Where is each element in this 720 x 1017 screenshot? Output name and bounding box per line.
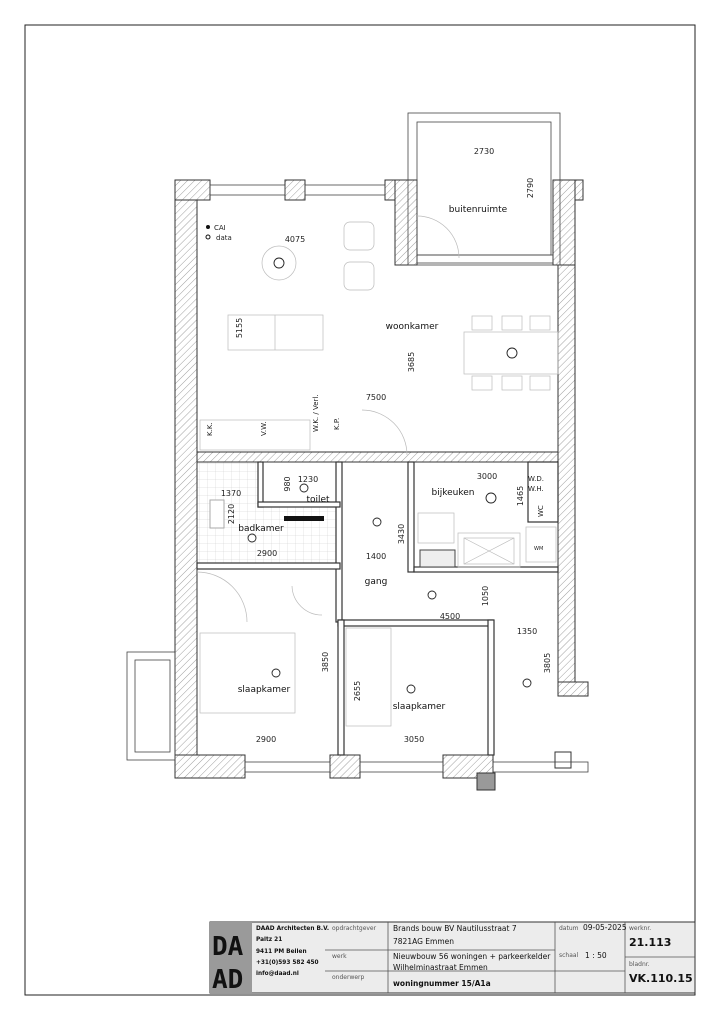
svg-text:DA: DA xyxy=(212,932,244,962)
dim-4075: 4075 xyxy=(285,235,305,244)
daad-logo xyxy=(210,922,252,993)
wall-balcony-left xyxy=(394,179,418,266)
sheet-border xyxy=(24,24,696,996)
dim-gang-lower-depth: 1050 xyxy=(481,586,490,606)
svg-text:AD: AD xyxy=(212,965,243,995)
dim-toilet-depth: 980 xyxy=(283,476,292,491)
room-bijkeuken: bijkeuken xyxy=(432,488,475,498)
opdrachtgever-label: opdrachtgever xyxy=(332,925,377,932)
room-toilet: toilet xyxy=(306,495,330,505)
dim-slaapkamer2-width: 3050 xyxy=(404,735,424,744)
onderwerp-value: woningnummer 15/A1a xyxy=(393,979,491,988)
wall-balcony-right xyxy=(552,179,576,266)
room-labels: woonkamer buitenruimte bijkeuken toilet … xyxy=(238,205,508,712)
wall-bottom xyxy=(174,754,246,779)
data-outlet-icon xyxy=(205,234,211,240)
room-slaapkamer-2: slaapkamer xyxy=(393,702,446,712)
werk-label: werk xyxy=(332,953,347,960)
werk-line2: Wilhelminastraat Emmen xyxy=(393,963,488,972)
wall-right xyxy=(557,264,576,691)
shaft xyxy=(476,772,496,791)
dim-slaapkamer1-depth: 3850 xyxy=(321,652,330,672)
svg-text:+31(0)593 582 450: +31(0)593 582 450 xyxy=(256,960,319,966)
cai-outlet-label: CAI xyxy=(214,224,226,232)
werknr-value: 21.113 xyxy=(629,936,671,949)
dim-badkamer-width1: 1370 xyxy=(221,489,241,498)
title-block: DA AD DAAD Architecten B.V. Paltz 21 941… xyxy=(209,921,696,995)
shaft xyxy=(554,751,572,769)
svg-text:9411 PM Beilen: 9411 PM Beilen xyxy=(256,949,307,955)
schaal-label: schaal xyxy=(559,952,579,959)
furniture xyxy=(196,215,559,727)
wall-pier xyxy=(284,179,306,201)
label-kp: K.P. xyxy=(333,418,341,430)
datum-value: 09-05-2025 xyxy=(583,923,627,932)
wall-gang-left xyxy=(335,461,343,623)
meter-cupboard xyxy=(419,549,456,568)
room-badkamer: badkamer xyxy=(238,524,284,534)
dim-toilet-width: 1230 xyxy=(298,475,318,484)
wall-right-end xyxy=(557,681,589,697)
dim-gang-width: 1400 xyxy=(366,552,386,561)
dim-slaapkamer2-depth: 2655 xyxy=(353,681,362,701)
wall-bottom xyxy=(329,754,361,779)
wall-top-left xyxy=(174,179,211,201)
dim-slaapkamer1-width: 2900 xyxy=(256,735,276,744)
label-wm: WM xyxy=(534,546,543,552)
wall-left xyxy=(174,179,198,779)
onderwerp-label: onderwerp xyxy=(332,974,365,981)
label-wd: W.D. xyxy=(528,475,544,483)
dim-gang-lower: 4500 xyxy=(440,612,460,621)
dim-badkamer-width2: 2900 xyxy=(257,549,277,558)
ceiling-light-icons xyxy=(247,257,532,694)
mirror-light xyxy=(284,516,324,521)
floor-plan xyxy=(126,112,589,791)
svg-text:DAAD Architecten B.V.: DAAD Architecten B.V. xyxy=(256,926,329,932)
werknr-label: werknr. xyxy=(629,925,651,932)
wall-interior xyxy=(196,451,559,463)
dimension-labels: 7500 3685 4075 5155 2730 2790 3000 1465 … xyxy=(221,147,552,744)
svg-text:info@daad.nl: info@daad.nl xyxy=(256,971,299,977)
bladnr-label: bladnr. xyxy=(629,961,650,968)
dim-bijkeuken-width: 3000 xyxy=(477,472,497,481)
schaal-value: 1 : 50 xyxy=(585,951,607,960)
room-gang: gang xyxy=(365,577,388,587)
opdrachtgever-line2: 7821AG Emmen xyxy=(393,937,454,946)
dim-badkamer-depth: 2120 xyxy=(227,504,236,524)
bladnr-value: VK.110.15 xyxy=(629,972,693,985)
shower xyxy=(209,499,225,529)
dim-bijkeuken-depth: 1465 xyxy=(516,486,525,506)
werk-line1: Nieuwbouw 56 woningen + parkeerkelder xyxy=(393,952,551,961)
dim-5155: 5155 xyxy=(235,318,244,338)
wall-gang-right xyxy=(407,461,415,573)
windows xyxy=(209,184,589,773)
dim-right-width: 1350 xyxy=(517,627,537,636)
dim-gang-depth: 3430 xyxy=(397,524,406,544)
room-woonkamer: woonkamer xyxy=(386,322,439,332)
dim-right-depth: 3805 xyxy=(543,653,552,673)
cai-outlet-icon xyxy=(206,225,210,229)
company-address: DAAD Architecten B.V. Paltz 21 9411 PM B… xyxy=(256,926,329,977)
label-wk-verl: W.K. / Verl. xyxy=(312,394,320,432)
label-wh: W.H. xyxy=(528,485,544,493)
opdrachtgever-line1: Brands bouw BV Nautilusstraat 7 xyxy=(393,924,517,933)
dim-buitenruimte-depth: 2790 xyxy=(526,178,535,198)
installation-symbols: CAI data K.K. V.W. W.K. / Verl. K.P. W.D… xyxy=(205,224,545,694)
label-vw: V.W. xyxy=(260,422,268,436)
dim-woonkamer-width: 7500 xyxy=(366,393,386,402)
dim-woonkamer-depth: 3685 xyxy=(407,352,416,372)
dim-buitenruimte-width: 2730 xyxy=(474,147,494,156)
balcony-outline xyxy=(407,112,561,266)
data-outlet-label: data xyxy=(216,234,232,242)
room-buitenruimte: buitenruimte xyxy=(449,205,508,215)
datum-label: datum xyxy=(559,925,579,932)
small-balcony xyxy=(126,651,176,761)
svg-text:Paltz 21: Paltz 21 xyxy=(256,937,282,943)
room-slaapkamer-1: slaapkamer xyxy=(238,685,291,695)
label-kk: K.K. xyxy=(206,422,214,436)
label-wc: WC xyxy=(537,505,545,517)
